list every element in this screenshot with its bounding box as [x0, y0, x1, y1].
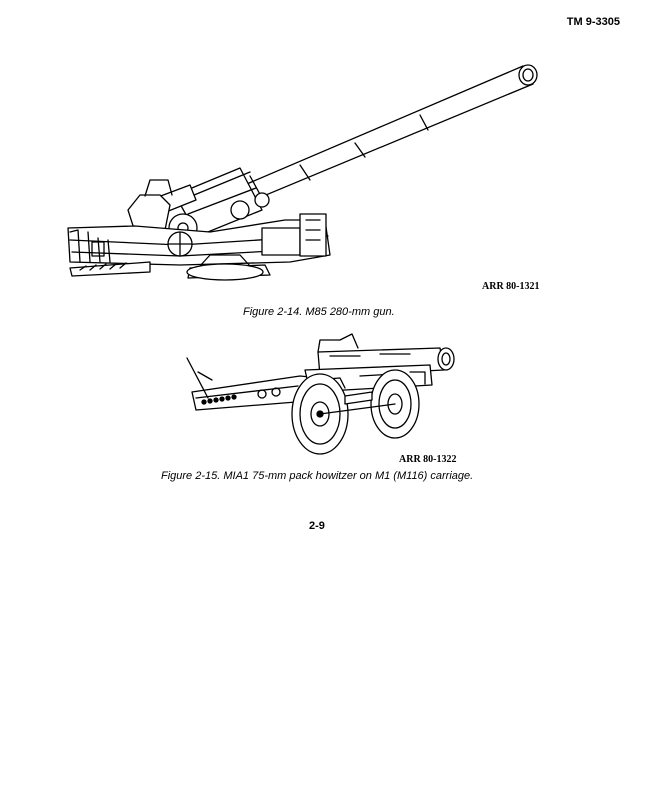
document-number: TM 9-3305 — [566, 16, 620, 28]
page-number: 2-9 — [309, 520, 325, 532]
pack-howitzer-illustration-icon — [0, 0, 650, 470]
figure-caption: Figure 2-15. MIA1 75-mm pack howitzer on… — [161, 470, 474, 482]
m85-gun-illustration-icon — [0, 0, 650, 300]
figure-caption: Figure 2-14. M85 280-mm gun. — [243, 306, 395, 318]
figure-art-code: ARR 80-1321 — [482, 281, 540, 292]
figure-art-code: ARR 80-1322 — [399, 454, 457, 465]
